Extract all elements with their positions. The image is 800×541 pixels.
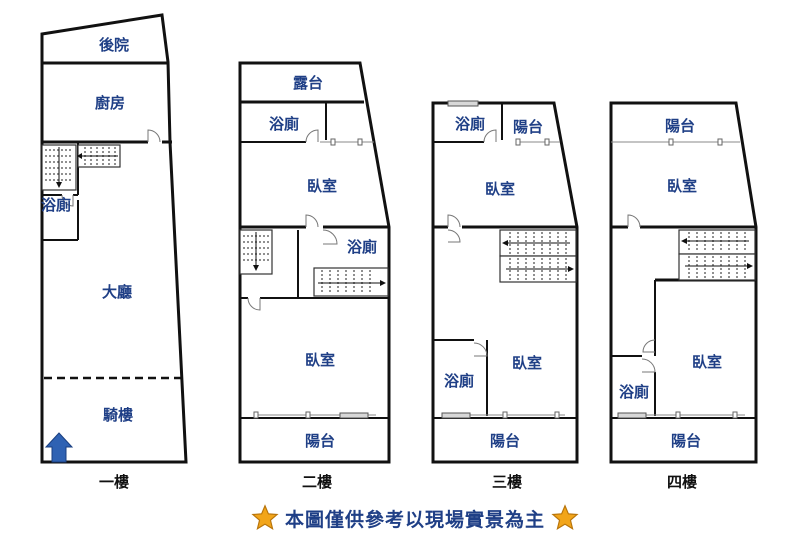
- floor-2: 露台 浴廁 臥室 浴廁 臥室 陽台: [238, 61, 391, 464]
- floor-title: 四樓: [667, 473, 697, 491]
- disclaimer-text: 本圖僅供參考以現場實景為主: [284, 508, 545, 531]
- room-label: 大廳: [102, 283, 132, 301]
- room-label: 浴廁: [41, 196, 71, 214]
- room-label: 陽台: [671, 432, 701, 450]
- floor-3-outline: [431, 101, 579, 464]
- room-label: 臥室: [512, 354, 542, 372]
- room-label: 臥室: [667, 177, 697, 195]
- entrance-arrow-icon: [44, 432, 74, 463]
- room-label: 浴廁: [619, 383, 649, 401]
- room-label: 陽台: [513, 118, 543, 136]
- room-label: 浴廁: [269, 115, 299, 133]
- floor-1-outline: [40, 13, 188, 464]
- room-label: 臥室: [305, 351, 335, 369]
- floor-2-outline: [238, 61, 391, 464]
- room-label: 陽台: [305, 432, 335, 450]
- room-label: 臥室: [485, 180, 515, 198]
- room-label: 浴廁: [444, 372, 474, 390]
- star-icon: [551, 504, 579, 530]
- star-icon: [251, 504, 279, 530]
- floor-title: 一樓: [99, 473, 129, 491]
- floor-4: 陽台 臥室 浴廁 臥室 陽台: [609, 101, 758, 464]
- floor-4-outline: [609, 101, 758, 464]
- room-label: 後院: [98, 36, 129, 54]
- room-label: 廚房: [95, 94, 125, 112]
- floor-3: 浴廁 陽台 臥室 浴廁 臥室 陽台: [431, 100, 579, 464]
- room-label: 浴廁: [347, 238, 377, 256]
- floor-title: 二樓: [302, 473, 332, 491]
- room-label: 露台: [293, 74, 323, 92]
- room-label: 騎樓: [103, 406, 133, 424]
- floor-title: 三樓: [492, 473, 522, 491]
- footer-note: 本圖僅供參考以現場實景為主: [205, 498, 625, 538]
- room-label: 陽台: [665, 117, 695, 135]
- room-label: 臥室: [307, 177, 337, 195]
- floor-1: 後院 廚房 浴廁 大廳 騎樓: [40, 13, 188, 464]
- room-label: 浴廁: [455, 115, 485, 133]
- room-label: 陽台: [490, 432, 520, 450]
- room-label: 臥室: [692, 353, 722, 371]
